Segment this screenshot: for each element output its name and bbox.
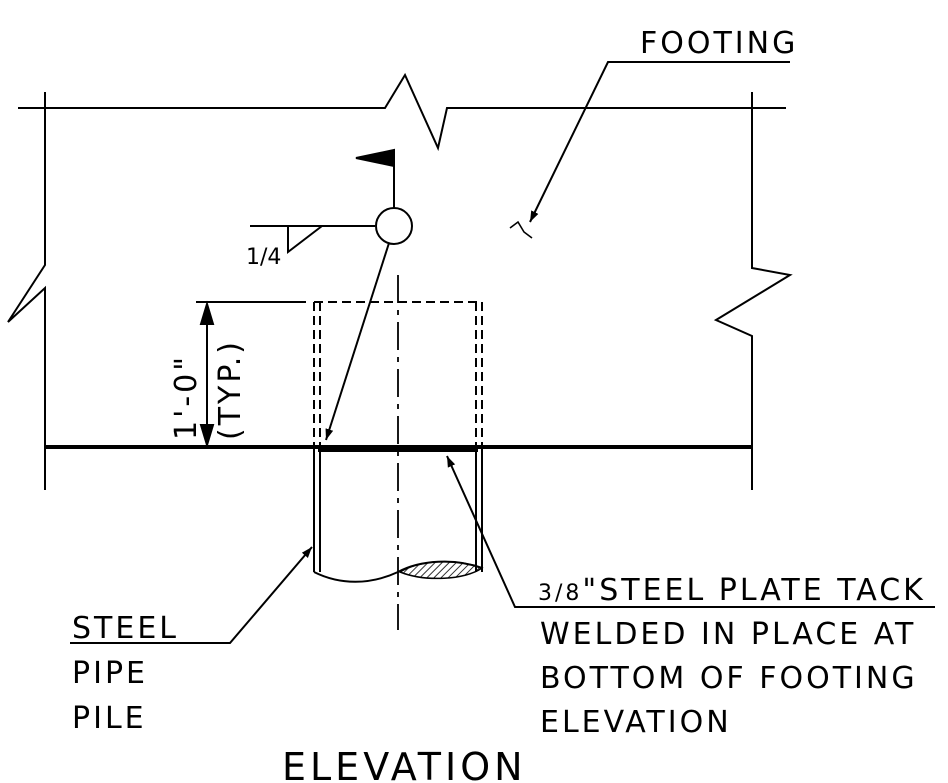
- plate-note-line4: ELEVATION: [540, 705, 732, 740]
- dimension-text-group: 1'-0" (TYP.): [169, 339, 248, 440]
- plate-line1-rest-label: "STEEL PLATE TACK: [582, 573, 925, 608]
- weld-leader: [325, 242, 390, 441]
- pile-note-line3: PILE: [72, 701, 147, 736]
- footing-label: FOOTING: [640, 26, 798, 61]
- leader-lines: [70, 61, 935, 644]
- plate-note-line3: BOTTOM OF FOOTING: [540, 661, 918, 696]
- plate-note-line2: WELDED IN PLACE AT: [540, 617, 916, 652]
- footing-leader: [529, 61, 790, 223]
- field-weld-flag: [355, 148, 395, 168]
- footing-outline: [7, 72, 793, 490]
- weld-symbol: [250, 148, 413, 255]
- pile-leader: [70, 546, 313, 644]
- embedment-dimension: [196, 300, 306, 449]
- weld-size-label: 1/4: [246, 245, 281, 270]
- drawing-title: ELEVATION: [282, 745, 527, 783]
- footing-top-break-line: [18, 72, 786, 152]
- footing-left-break-line: [7, 92, 46, 490]
- plate-fraction-label: 3/8: [538, 581, 582, 606]
- pile-note-line2: PIPE: [72, 656, 148, 691]
- pile-break-hatch: [398, 560, 484, 580]
- footing-right-break-line: [713, 92, 793, 490]
- plate-leader: [446, 455, 935, 608]
- dimension-label: 1'-0": [169, 354, 204, 440]
- plate-note-line1: 3/8"STEEL PLATE TACK: [538, 573, 926, 608]
- weld-all-around-circle: [375, 207, 413, 245]
- pile-note-line1: STEEL: [72, 611, 179, 646]
- dimension-note-label: (TYP.): [213, 339, 248, 440]
- footing-texture-mark: [509, 220, 533, 239]
